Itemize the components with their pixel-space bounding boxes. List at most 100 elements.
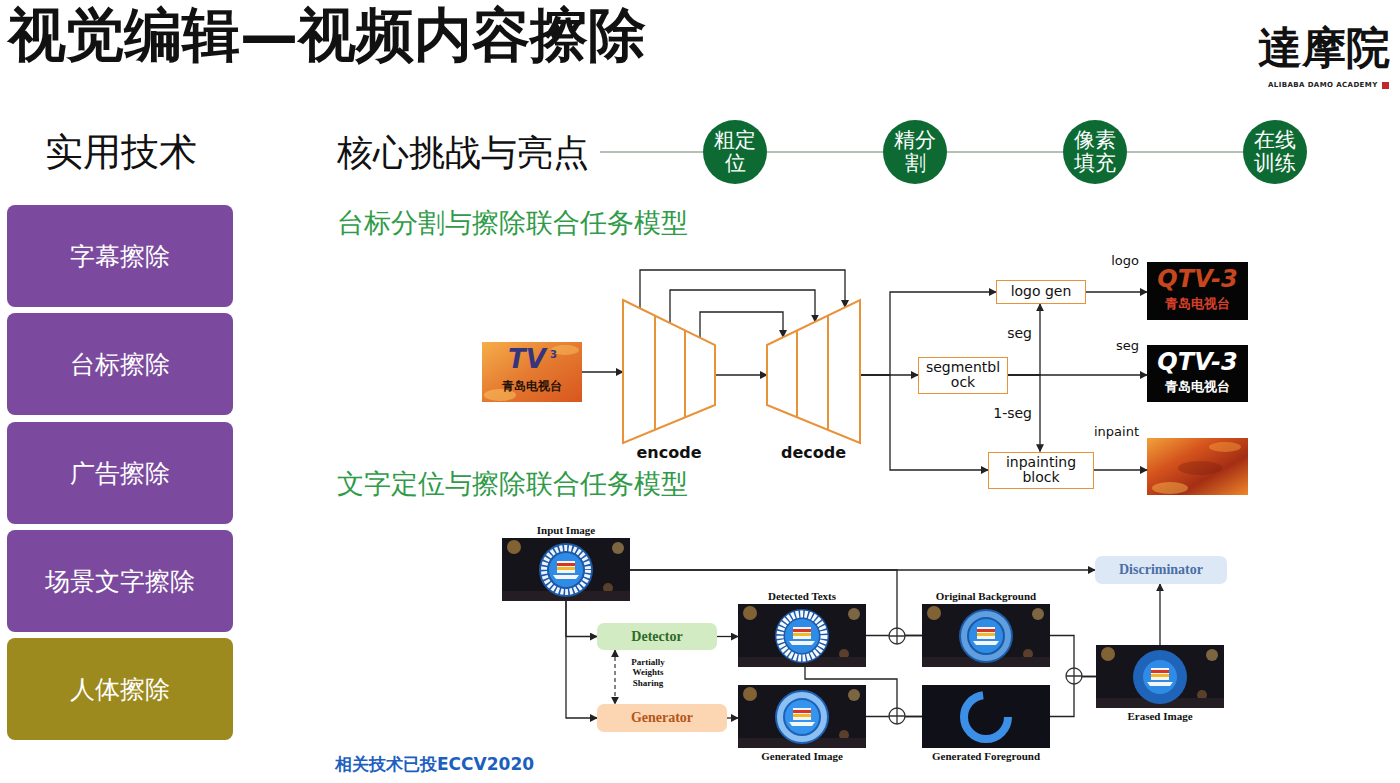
cafe-background-picture bbox=[959, 609, 1013, 663]
cafe-erased-picture bbox=[1147, 668, 1173, 686]
cafe-generated-picture bbox=[785, 700, 819, 734]
trapezoid-outline bbox=[767, 300, 860, 443]
cafe-input-picture bbox=[539, 543, 593, 597]
slide-title: 视觉编辑—视频内容擦除 bbox=[8, 2, 646, 69]
node-text: 场景文字擦除 bbox=[45, 565, 195, 598]
logo-text: 青岛电视台 bbox=[1147, 380, 1248, 393]
connector bbox=[1159, 584, 1160, 645]
output-caption: seg bbox=[1116, 339, 1139, 352]
layer-line bbox=[654, 316, 656, 430]
cafe-generated-picture bbox=[738, 685, 866, 748]
image-caption: Input Image bbox=[482, 524, 650, 536]
cafe-generated-picture bbox=[775, 690, 829, 744]
highlight-circle: 像素填充 bbox=[1063, 120, 1127, 184]
image-panel: Original Background bbox=[922, 604, 1050, 667]
cafe-erased-picture bbox=[1096, 645, 1224, 708]
node-text: 台标擦除 bbox=[70, 348, 170, 381]
output-caption: inpaint bbox=[1094, 425, 1139, 438]
network-box: Discriminator bbox=[1095, 556, 1227, 584]
network-box: Detector bbox=[597, 623, 717, 650]
sum-symbol bbox=[889, 628, 905, 644]
tv-frame-picture bbox=[482, 342, 582, 402]
logo-text: 3 bbox=[550, 350, 557, 360]
encoder-block: encode bbox=[623, 300, 715, 443]
tech-box-active: 人体擦除 bbox=[7, 638, 233, 740]
connector bbox=[582, 371, 623, 372]
seal-mark bbox=[1382, 82, 1389, 89]
output-image: segQTV-3青岛电视台 bbox=[1147, 345, 1248, 402]
seg-output-picture bbox=[1147, 345, 1248, 402]
module-box: logo gen bbox=[996, 280, 1086, 304]
cafe-background-picture bbox=[973, 627, 999, 645]
image-panel: Detected Texts bbox=[738, 604, 866, 667]
output-caption: logo bbox=[1111, 254, 1139, 267]
inpaint-output-picture bbox=[1152, 482, 1188, 494]
node-text: logo gen bbox=[1011, 284, 1072, 299]
label: 台标分割与擦除联合任务模型 bbox=[337, 207, 688, 239]
cafe-generated-picture bbox=[780, 695, 824, 739]
cafe-foreground-picture bbox=[922, 685, 1050, 748]
node-text: 人体擦除 bbox=[70, 673, 170, 706]
network-box: Generator bbox=[597, 704, 727, 732]
sum-symbol bbox=[889, 708, 905, 724]
tv-frame-picture bbox=[482, 342, 582, 402]
block-caption: encode bbox=[603, 444, 735, 462]
connector bbox=[727, 717, 738, 718]
cafe-foreground-picture bbox=[922, 685, 1050, 748]
label: 文字定位与擦除联合任务模型 bbox=[337, 468, 688, 500]
cafe-detected-picture bbox=[738, 604, 866, 667]
image-caption: Original Background bbox=[902, 590, 1070, 602]
cafe-input-picture bbox=[549, 553, 583, 587]
sum-symbol bbox=[1066, 668, 1082, 684]
sum-symbol bbox=[889, 628, 905, 644]
seg-output-picture bbox=[1147, 345, 1248, 402]
logo-text: QTV-3 bbox=[1147, 350, 1248, 374]
edge-label: seg bbox=[1005, 326, 1034, 340]
cafe-detected-picture bbox=[785, 619, 819, 653]
sum-symbol bbox=[889, 708, 905, 724]
timeline-line bbox=[600, 151, 703, 153]
cafe-generated-picture bbox=[789, 708, 815, 726]
layer-line bbox=[796, 330, 798, 417]
connector bbox=[947, 151, 1063, 153]
image-caption: Generated Image bbox=[718, 750, 886, 762]
tech-box: 场景文字擦除 bbox=[7, 530, 233, 632]
image-panel: Input Image bbox=[502, 538, 630, 601]
inpaint-output-picture bbox=[1147, 438, 1248, 495]
cafe-erased-picture bbox=[1143, 660, 1177, 694]
highlight-circle: 在线训练 bbox=[1243, 120, 1307, 184]
trapezoid-outline bbox=[623, 300, 715, 443]
module-box: segmentbl ock bbox=[918, 357, 1008, 394]
label: 達摩院 bbox=[1258, 26, 1390, 70]
connector bbox=[805, 667, 922, 717]
label: 实用技术 bbox=[45, 130, 197, 176]
image-panel: Generated Image bbox=[738, 685, 866, 748]
module-box: inpainting block bbox=[988, 452, 1094, 489]
cafe-erased-picture bbox=[1096, 645, 1224, 708]
connector bbox=[670, 290, 815, 323]
node-text: 像素填充 bbox=[1073, 129, 1117, 175]
connector bbox=[767, 151, 883, 153]
connector bbox=[566, 601, 597, 718]
logo-text: QTV-3 bbox=[1147, 267, 1248, 291]
edge-label: Partially Weights Sharing bbox=[623, 657, 673, 688]
cafe-background-picture bbox=[969, 619, 1003, 653]
decoder-block: decode bbox=[767, 300, 860, 443]
highlight-circle: 精分割 bbox=[883, 120, 947, 184]
sum-symbol bbox=[889, 628, 905, 644]
logo-text: 青岛电视台 bbox=[482, 380, 582, 392]
node-text: 在线训练 bbox=[1253, 129, 1297, 175]
cafe-input-picture bbox=[502, 538, 630, 601]
cafe-background-picture bbox=[922, 604, 1050, 667]
tech-box: 字幕擦除 bbox=[7, 205, 233, 307]
decoder-shape bbox=[767, 300, 860, 443]
block-caption: decode bbox=[747, 444, 880, 462]
node-text: segmentbl ock bbox=[923, 360, 1003, 391]
connector bbox=[1086, 291, 1147, 292]
node-text: 字幕擦除 bbox=[70, 240, 170, 273]
cafe-input-picture bbox=[553, 561, 579, 579]
highlight-circle: 粗定位 bbox=[703, 120, 767, 184]
tech-box: 广告擦除 bbox=[7, 422, 233, 524]
connector bbox=[614, 650, 615, 704]
node-text: 粗定位 bbox=[713, 129, 757, 175]
